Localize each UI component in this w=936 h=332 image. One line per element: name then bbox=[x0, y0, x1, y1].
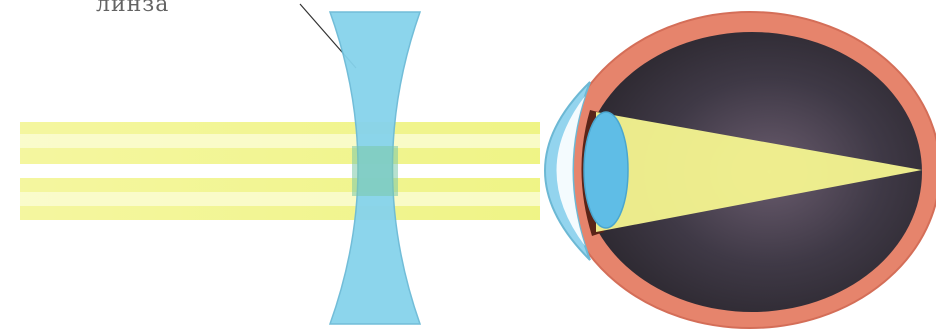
eye-icon bbox=[545, 12, 936, 328]
light-beam-upper-core bbox=[20, 134, 540, 148]
light-beam-lower-core bbox=[20, 192, 540, 206]
lens-beam-overlap bbox=[352, 146, 398, 196]
eye-crystalline-lens bbox=[584, 112, 628, 228]
